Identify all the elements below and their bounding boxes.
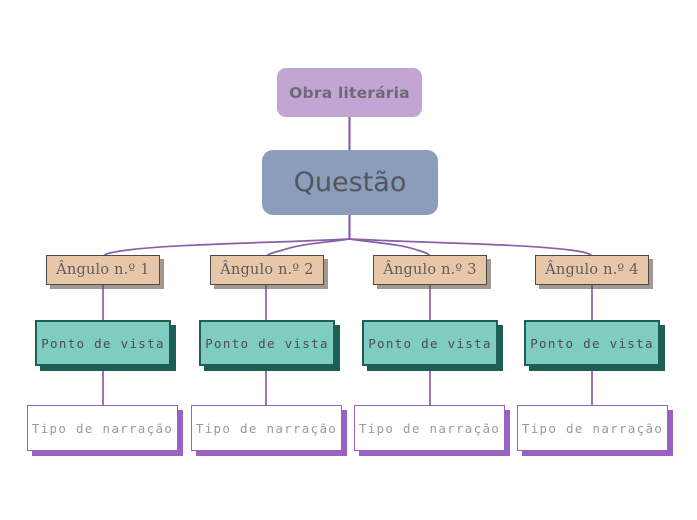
node-ponto-de-vista-1[interactable]: Ponto de vista <box>35 320 171 366</box>
node-tipo-de-narracao-2[interactable]: Tipo de narração <box>191 405 342 451</box>
node-obra-literaria[interactable]: Obra literária <box>277 68 422 117</box>
node-ponto-de-vista-2[interactable]: Ponto de vista <box>199 320 335 366</box>
connector-fan-to-angle-4 <box>349 238 593 258</box>
node-tipo-de-narracao-3[interactable]: Tipo de narração <box>354 405 505 451</box>
node-tipo-de-narracao-1[interactable]: Tipo de narração <box>27 405 178 451</box>
node-tipo-de-narracao-4[interactable]: Tipo de narração <box>517 405 668 451</box>
connector-fan-to-angle-1 <box>102 238 350 258</box>
node-ponto-de-vista-4[interactable]: Ponto de vista <box>524 320 660 366</box>
node-ponto-de-vista-3[interactable]: Ponto de vista <box>362 320 498 366</box>
node-questao[interactable]: Questão <box>262 150 438 215</box>
node-angulo-2[interactable]: Ângulo n.º 2 <box>210 255 324 285</box>
node-angulo-1[interactable]: Ângulo n.º 1 <box>46 255 160 285</box>
node-angulo-3[interactable]: Ângulo n.º 3 <box>373 255 487 285</box>
node-angulo-4[interactable]: Ângulo n.º 4 <box>535 255 649 285</box>
